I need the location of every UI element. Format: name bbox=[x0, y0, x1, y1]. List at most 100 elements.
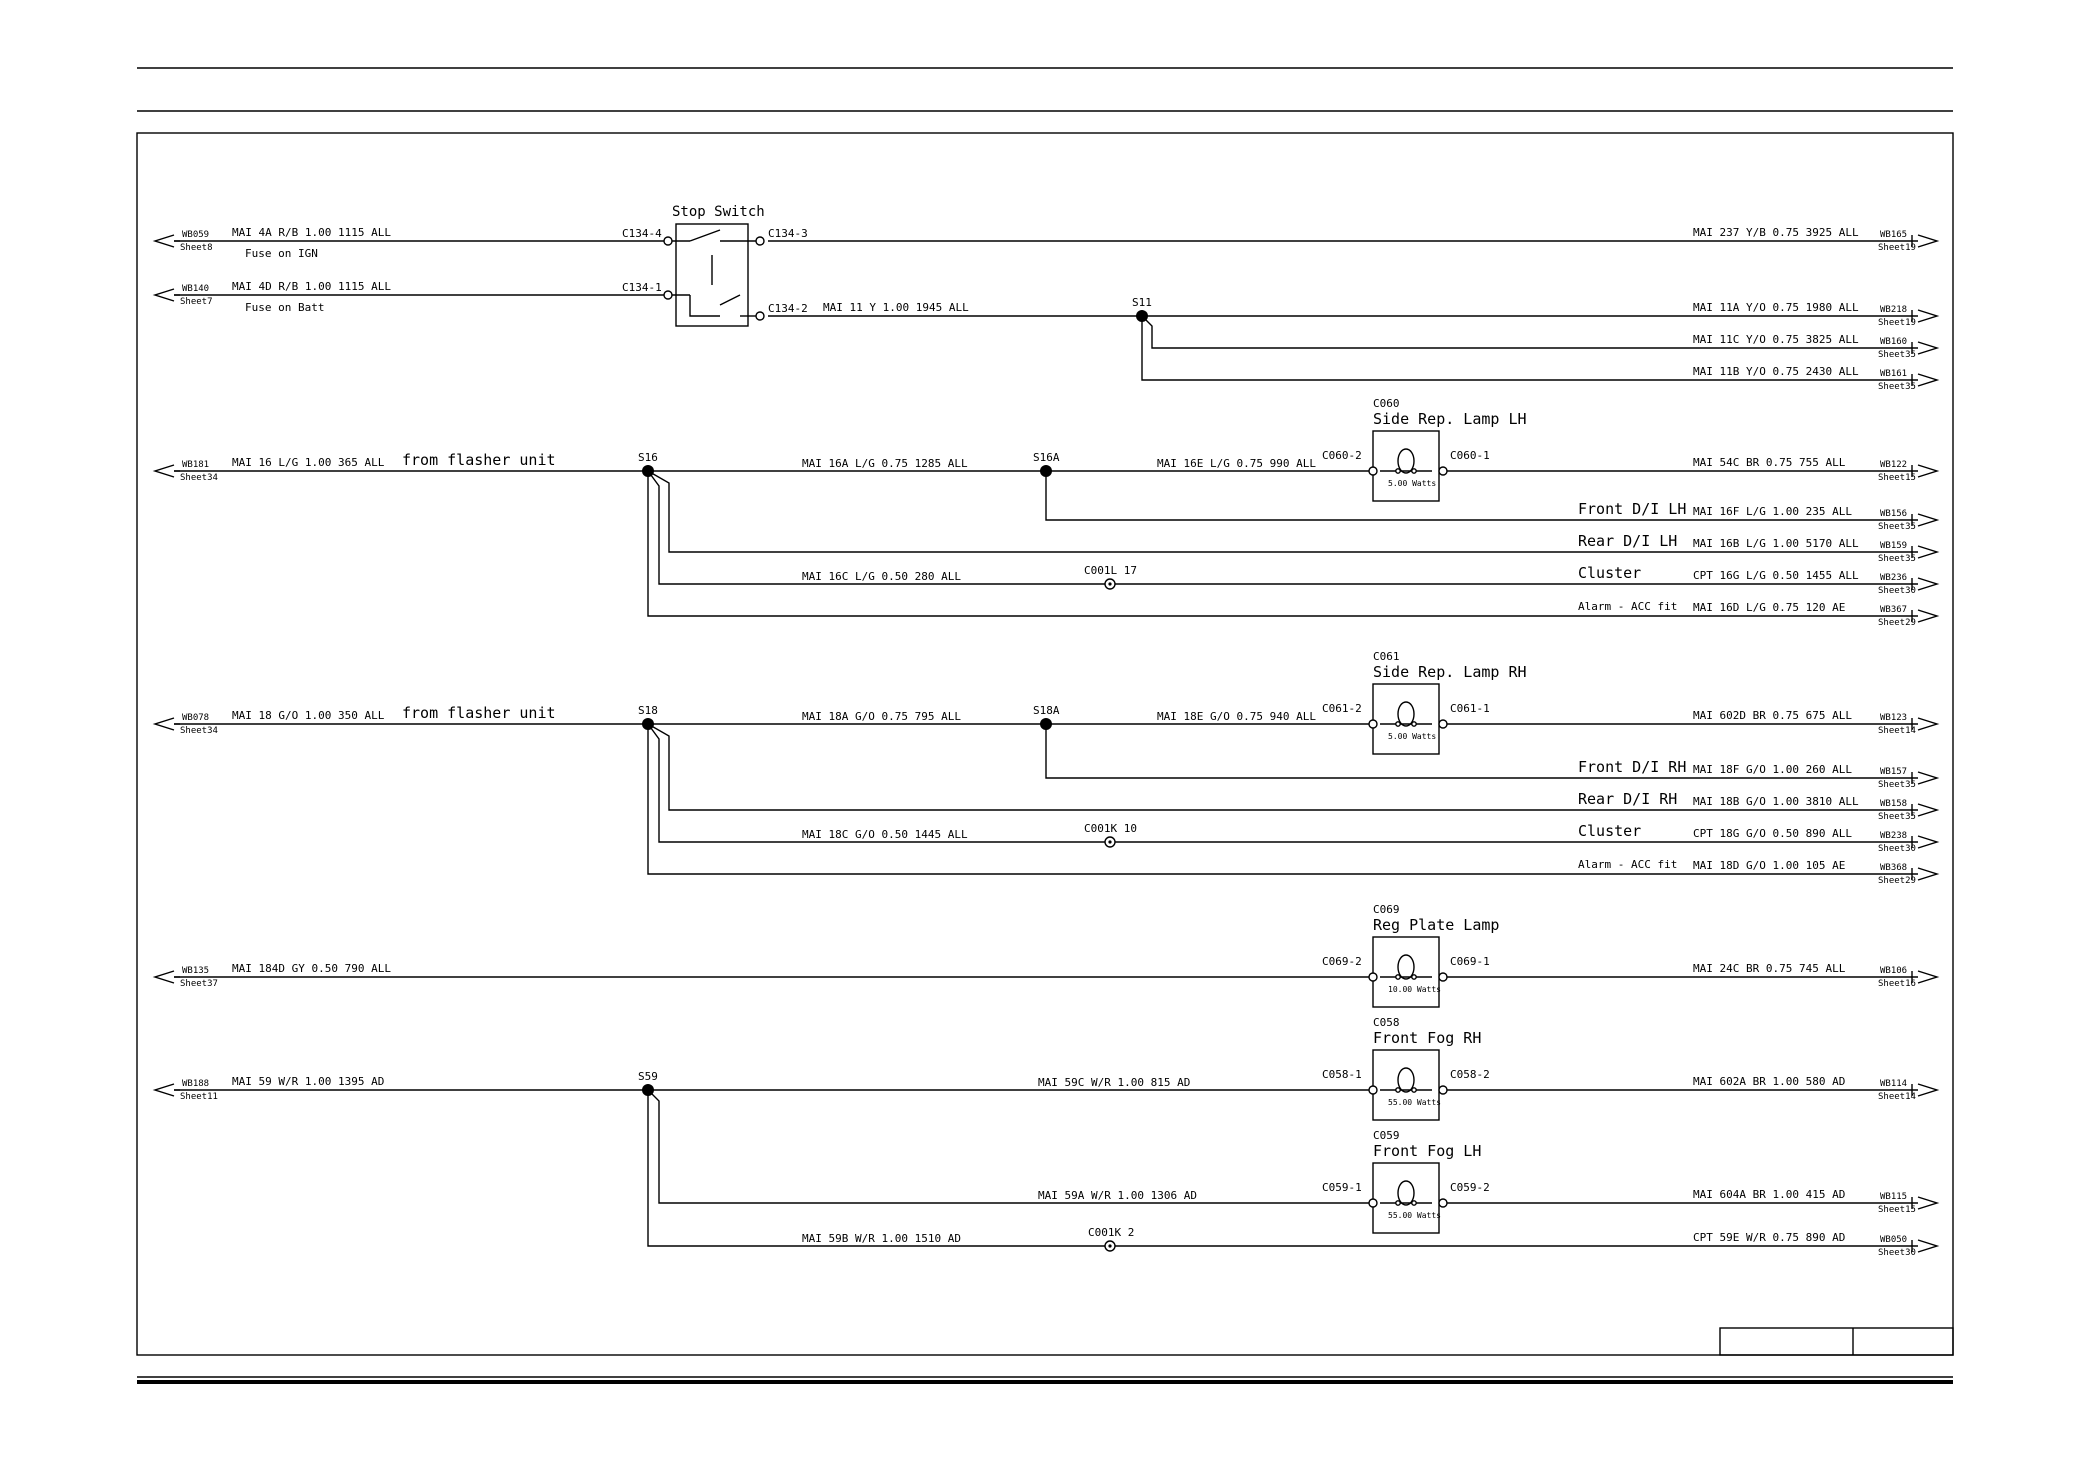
terminal-arrow-icon bbox=[1917, 464, 1940, 478]
splice-s16a[interactable] bbox=[1040, 465, 1052, 477]
lamp-pin-in-icon bbox=[1368, 972, 1378, 982]
inline-connector-c001l-17[interactable]: C001L 17 bbox=[1084, 564, 1137, 590]
inline-connector-c001k-10[interactable]: C001K 10 bbox=[1084, 822, 1137, 848]
lamp-pin-out-icon bbox=[1438, 1198, 1448, 1208]
splice-s59[interactable] bbox=[642, 1084, 654, 1096]
terminal-sheet: Sheet14 bbox=[1878, 726, 1916, 736]
lamp-code: C059 bbox=[1373, 1129, 1400, 1142]
terminal-arrow-icon bbox=[1917, 234, 1940, 248]
terminal-sheet: Sheet35 bbox=[1878, 812, 1916, 822]
terminal-wire-label: MAI 11C Y/O 0.75 3825 ALL bbox=[1693, 333, 1859, 346]
terminal-id: WB188 bbox=[182, 1079, 209, 1089]
splice-s11[interactable] bbox=[1136, 310, 1148, 322]
title-block bbox=[1719, 1327, 1954, 1356]
terminal-note: Fuse on Batt bbox=[245, 301, 324, 314]
terminal-id: WB078 bbox=[182, 713, 209, 723]
terminal-wire-label: MAI 16B L/G 1.00 5170 ALL bbox=[1693, 537, 1859, 550]
lamp-name: Front Fog RH bbox=[1373, 1029, 1481, 1047]
inline-connector-c001k-2[interactable]: C001K 2 bbox=[1088, 1226, 1134, 1252]
inline-connector-label: C001K 2 bbox=[1088, 1226, 1134, 1239]
terminal-wire-label: MAI 18B G/O 1.00 3810 ALL bbox=[1693, 795, 1859, 808]
terminal-wire-label: MAI 24C BR 0.75 745 ALL bbox=[1693, 962, 1846, 975]
lamp-name: Side Rep. Lamp LH bbox=[1373, 410, 1527, 428]
terminal-arrow-icon bbox=[1917, 341, 1940, 355]
stop-switch[interactable]: Stop Switch C134-4 C134-1 C134-3 C134-2 bbox=[622, 204, 808, 327]
terminal-id: WB181 bbox=[182, 460, 209, 470]
terminal-sheet: Sheet14 bbox=[1878, 1092, 1916, 1102]
lamp-body bbox=[1372, 1162, 1440, 1234]
terminal-arrow-icon bbox=[1917, 1239, 1940, 1253]
terminal-sheet: Sheet30 bbox=[1878, 586, 1916, 596]
wire-label-16a: MAI 16A L/G 0.75 1285 ALL bbox=[802, 457, 968, 470]
terminal-wire-label: MAI 11A Y/O 0.75 1980 ALL bbox=[1693, 301, 1859, 314]
terminal-arrow-icon bbox=[152, 970, 175, 984]
terminal-wire-label: MAI 18D G/O 1.00 105 AE bbox=[1693, 859, 1845, 872]
terminal-id: WB165 bbox=[1880, 230, 1907, 240]
wire-label-59b: MAI 59B W/R 1.00 1510 AD bbox=[802, 1232, 961, 1245]
terminal-id: WB106 bbox=[1880, 966, 1907, 976]
lamp-body bbox=[1372, 430, 1440, 502]
lamp-pin-out-icon bbox=[1438, 1085, 1448, 1095]
bulb-icon bbox=[1397, 448, 1415, 474]
stop-switch-pin-4: C134-4 bbox=[622, 227, 662, 240]
terminal-arrow-icon bbox=[152, 1083, 175, 1097]
terminal-destination-label: Alarm - ACC fit bbox=[1578, 600, 1677, 613]
terminal-id: WB159 bbox=[1880, 541, 1907, 551]
terminal-wire-label: MAI 11B Y/O 0.75 2430 ALL bbox=[1693, 365, 1859, 378]
terminal-id: WB161 bbox=[1880, 369, 1907, 379]
terminal-destination-label: Alarm - ACC fit bbox=[1578, 858, 1677, 871]
wire-label-11: MAI 11 Y 1.00 1945 ALL bbox=[823, 301, 969, 314]
splice-s18[interactable] bbox=[642, 718, 654, 730]
terminal-destination-label: Rear D/I LH bbox=[1578, 532, 1677, 550]
splice-s16[interactable] bbox=[642, 465, 654, 477]
lamp-wattage: 55.00 Watts bbox=[1388, 1098, 1441, 1107]
lamp-pin-in-label: C058-1 bbox=[1322, 1068, 1362, 1081]
terminal-id: WB160 bbox=[1880, 337, 1907, 347]
wire-label-16e: MAI 16E L/G 0.75 990 ALL bbox=[1157, 457, 1316, 470]
lamp-body bbox=[1372, 1049, 1440, 1121]
terminal-destination-label: Rear D/I RH bbox=[1578, 790, 1677, 808]
splice-label: S11 bbox=[1132, 296, 1152, 309]
terminal-wire-label: MAI 604A BR 1.00 415 AD bbox=[1693, 1188, 1845, 1201]
wire-label-59c: MAI 59C W/R 1.00 815 AD bbox=[1038, 1076, 1190, 1089]
terminal-arrow-icon bbox=[152, 234, 175, 248]
splice-s18a[interactable] bbox=[1040, 718, 1052, 730]
terminal-wire-label: MAI 4A R/B 1.00 1115 ALL bbox=[232, 226, 391, 239]
terminal-note: Fuse on IGN bbox=[245, 247, 318, 260]
terminal-id: WB158 bbox=[1880, 799, 1907, 809]
terminal-arrow-icon bbox=[1917, 373, 1940, 387]
terminal-sheet: Sheet16 bbox=[1878, 979, 1916, 989]
terminal-arrow-icon bbox=[1917, 1196, 1940, 1210]
lamp-pin-in-label: C060-2 bbox=[1322, 449, 1362, 462]
